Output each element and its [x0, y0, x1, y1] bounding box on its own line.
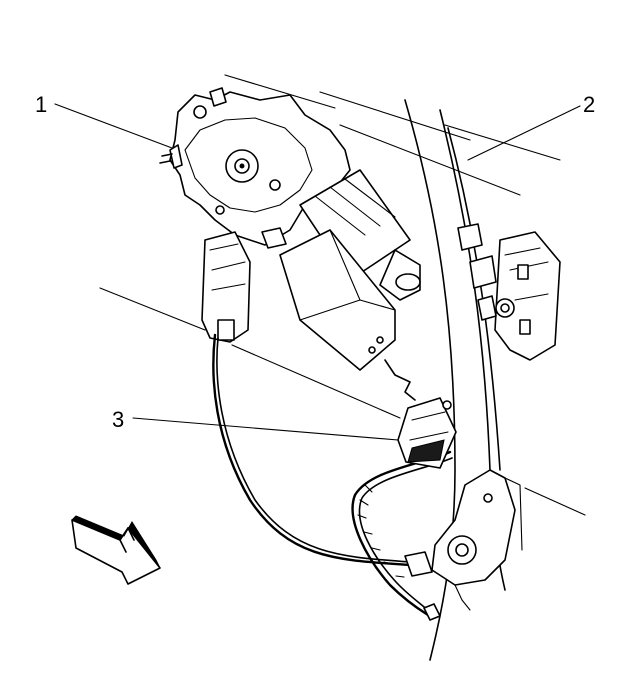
svg-text:2: 2 — [583, 92, 595, 117]
wiring-harness — [212, 333, 453, 621]
callout-3: 3 — [112, 407, 399, 441]
svg-text:1: 1 — [35, 92, 47, 117]
switch-module-connector — [397, 397, 457, 469]
callout-1: 1 — [35, 92, 173, 149]
leader-lines — [99, 287, 401, 419]
direction-arrow-icon — [71, 515, 161, 585]
callout-2: 2 — [467, 92, 595, 161]
window-motor-assembly — [159, 87, 421, 401]
motor-connector-housing — [201, 231, 251, 343]
svg-text:3: 3 — [112, 407, 124, 432]
window-regulator-clip — [457, 223, 561, 361]
lower-regulator-bracket — [431, 469, 523, 611]
